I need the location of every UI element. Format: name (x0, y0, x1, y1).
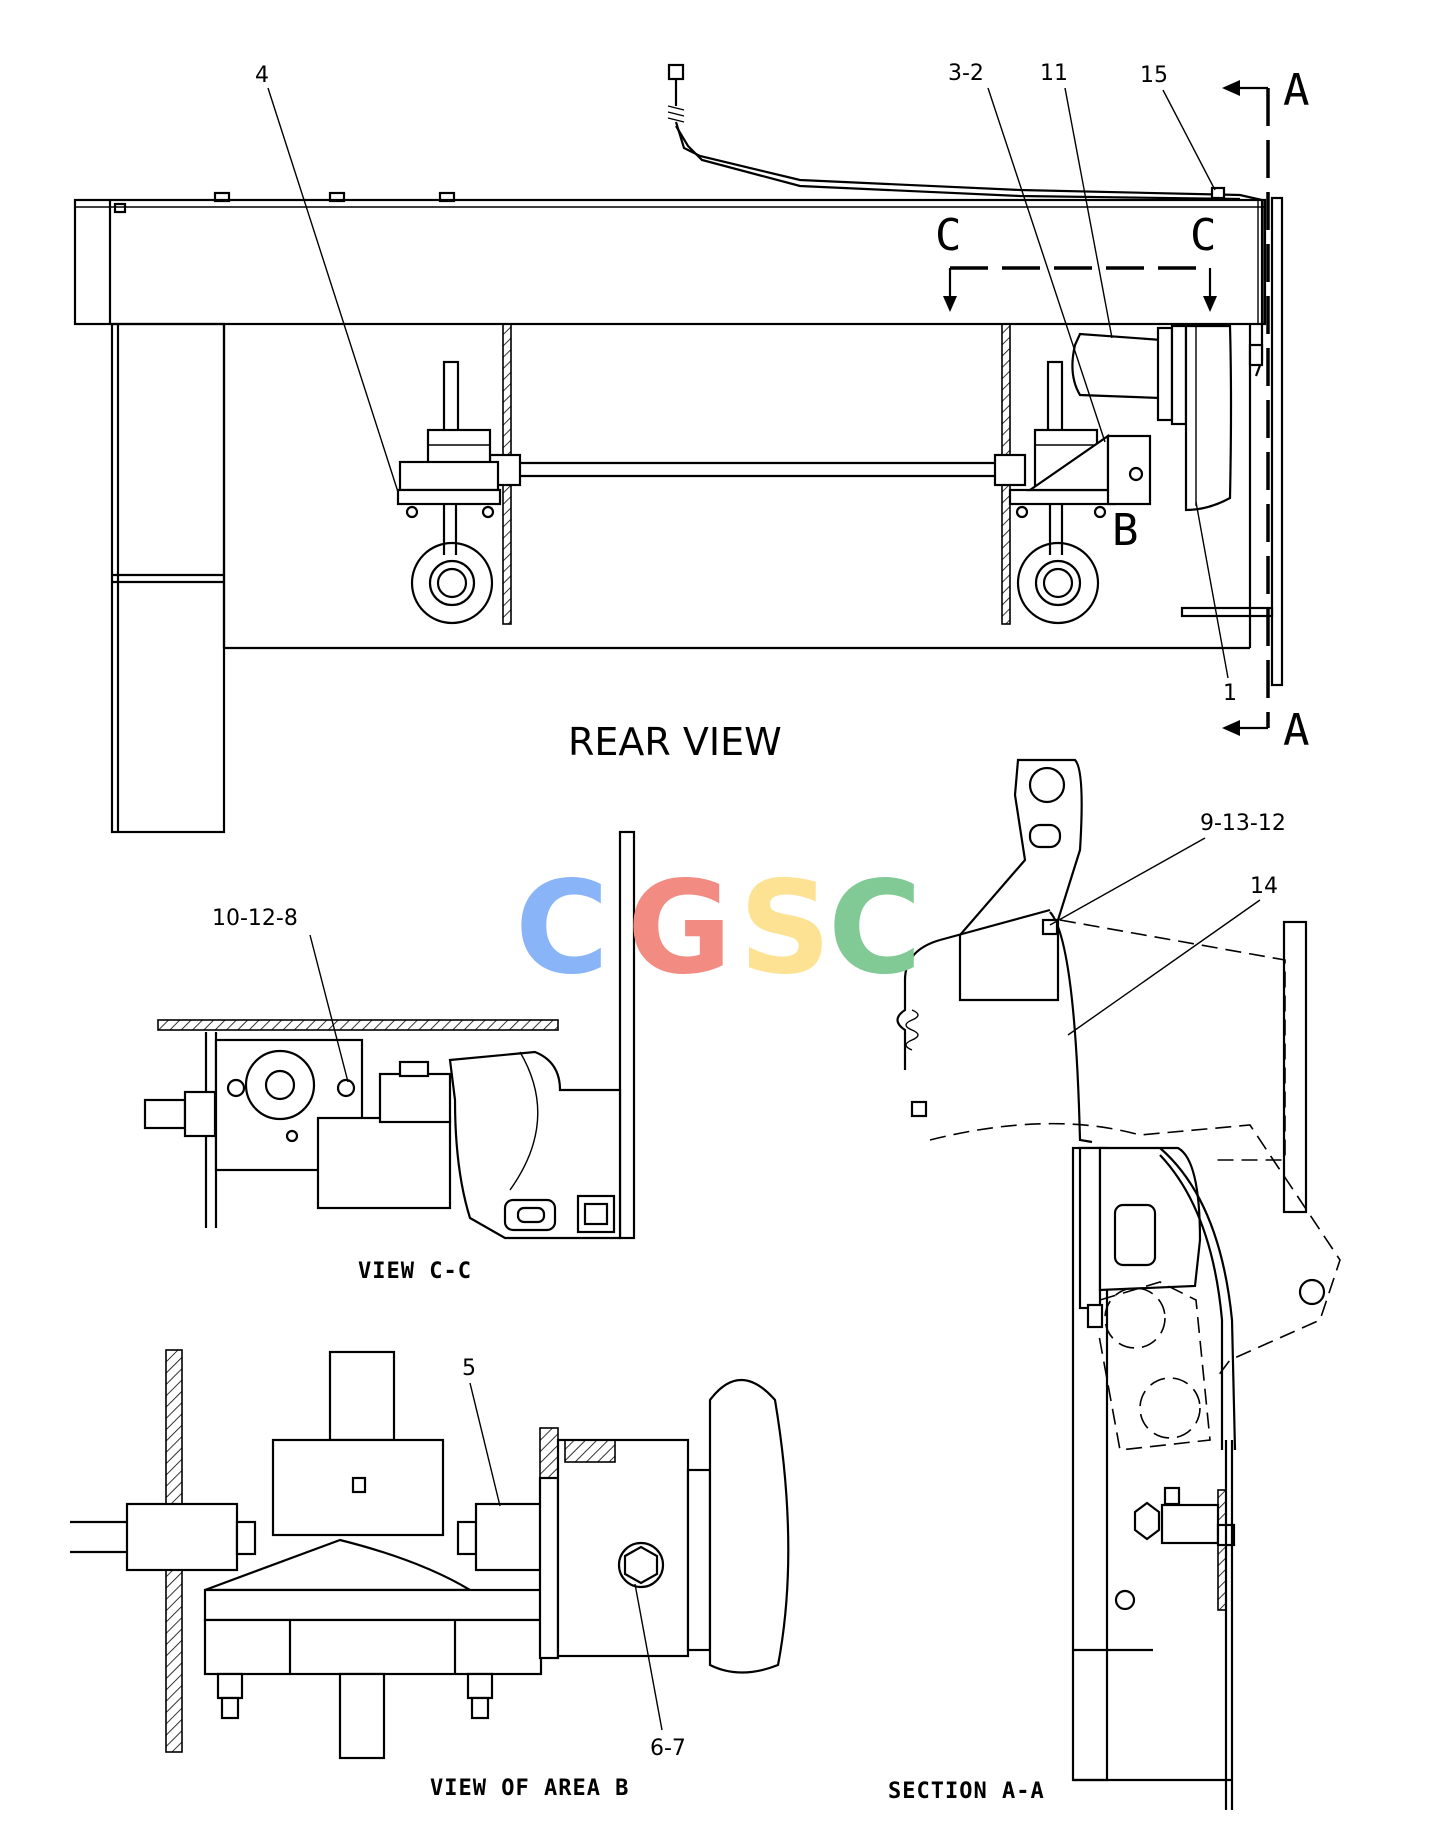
section-a-a-title: SECTION A-A (888, 1779, 1045, 1804)
left-wheel-assembly (396, 360, 502, 625)
right-wheel-assembly (1008, 360, 1117, 625)
area-marker-b: B (1112, 505, 1139, 556)
callout-9-13-12: 9-13-12 (1200, 811, 1286, 836)
view-area-b-title: VIEW OF AREA B (430, 1776, 629, 1801)
callout-6-7: 6-7 (650, 1736, 686, 1761)
brake-chamber (1026, 324, 1233, 512)
rear-view: 4 3-2 11 15 1 A A C C B REAR VIEW (73, 61, 1310, 834)
view-of-area-b: 5 6-7 VIEW OF AREA B (70, 1349, 790, 1801)
section-a-cut-line (1222, 80, 1270, 736)
cgsc-watermark: C G S C (515, 854, 922, 1003)
end-plate (1180, 196, 1284, 687)
section-marker-c-left: C (935, 210, 962, 261)
watermark-letter-3: S (739, 854, 831, 1003)
callout-10-12-8: 10-12-8 (212, 906, 298, 931)
callout-3-2: 3-2 (948, 61, 984, 86)
watermark-letter-1: C (515, 854, 609, 1003)
section-a-a: 9-13-12 14 SECTION A-A (888, 758, 1341, 1810)
view-c-c-title: VIEW C-C (358, 1259, 472, 1284)
callout-5: 5 (462, 1356, 476, 1381)
cross-shaft (488, 453, 1027, 487)
rear-view-title: REAR VIEW (568, 720, 782, 764)
callout-11: 11 (1040, 61, 1068, 86)
section-c-cut-line (943, 266, 1217, 312)
callout-14: 14 (1250, 874, 1278, 899)
brake-line-tube (667, 63, 1264, 377)
section-marker-a-top: A (1283, 65, 1310, 116)
top-beam (73, 191, 1267, 326)
watermark-letter-2: G (627, 854, 732, 1003)
callout-4: 4 (255, 63, 269, 88)
section-marker-a-bottom: A (1283, 705, 1310, 756)
watermark-letter-4: C (828, 854, 922, 1003)
left-column (110, 322, 226, 834)
section-marker-c-right: C (1190, 210, 1217, 261)
view-c-c: 10-12-8 VIEW C-C (143, 830, 636, 1284)
callout-15: 15 (1140, 63, 1168, 88)
callout-1: 1 (1223, 681, 1237, 706)
